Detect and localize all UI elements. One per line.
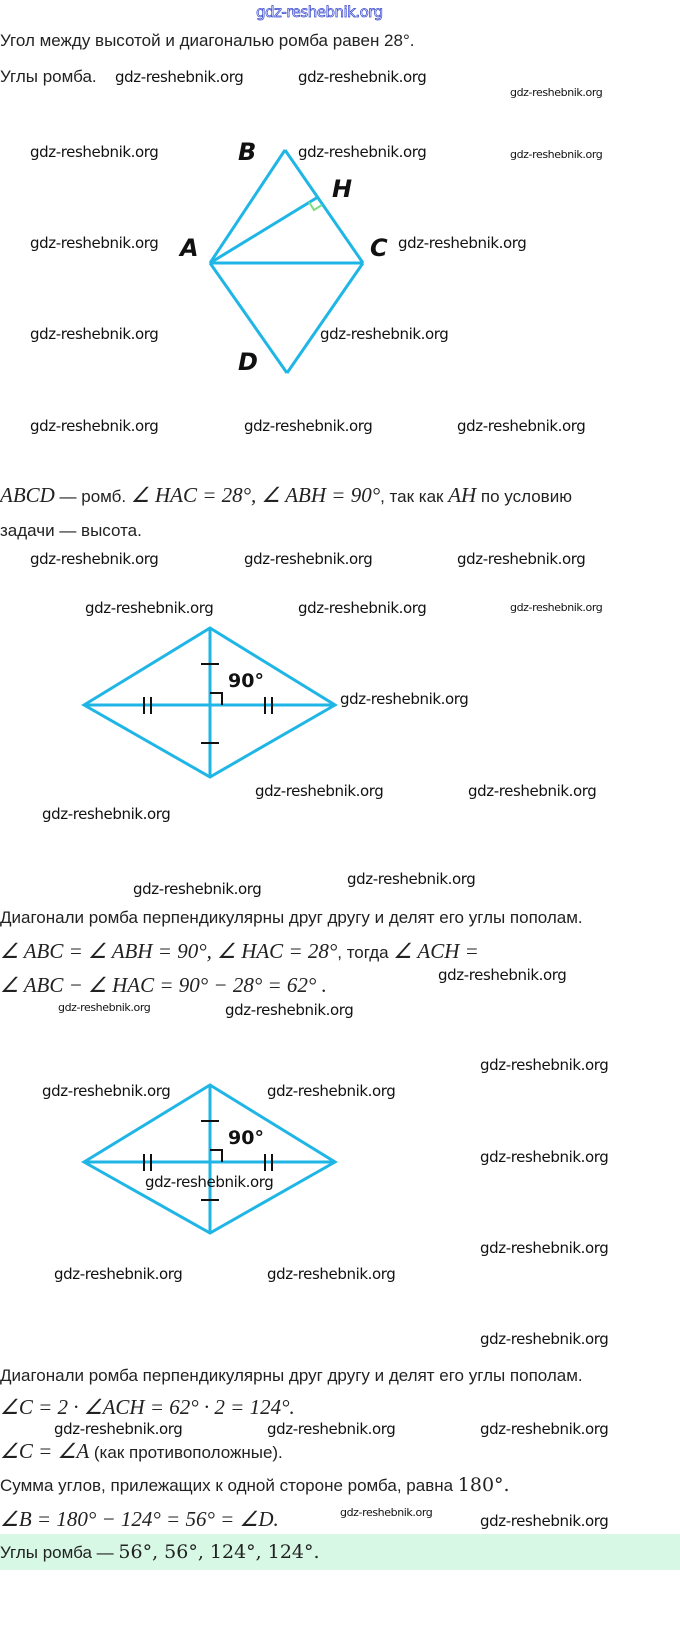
watermark: gdz-reshebnik.org: [30, 143, 159, 161]
text: — ромб.: [54, 487, 131, 506]
label-c: C: [370, 234, 388, 262]
calc-line-1: ∠ ABC = ∠ ABH = 90°, ∠ HAC = 28°, тогда …: [0, 940, 479, 964]
watermark: gdz-reshebnik.org: [480, 1512, 609, 1530]
watermark: gdz-reshebnik.org: [30, 550, 159, 568]
watermark: gdz-reshebnik.org: [468, 782, 597, 800]
adjacent-angles-sum: Сумма углов, прилежащих к одной стороне …: [0, 1474, 510, 1497]
watermark: gdz-reshebnik.org: [510, 148, 603, 161]
figure-rhombus-abcd: B H A C D: [178, 138, 388, 376]
side-bc: [283, 149, 365, 264]
problem-statement: Угол между высотой и диагональю ромба ра…: [0, 31, 415, 50]
watermark: gdz-reshebnik.org: [244, 550, 373, 568]
text: , так как: [380, 487, 449, 506]
math: AH: [448, 483, 477, 507]
watermark: gdz-reshebnik.org: [398, 234, 527, 252]
tick-marks: [143, 1120, 273, 1201]
answer: Углы ромба — 56°, 56°, 124°, 124°.: [0, 1541, 320, 1564]
watermark: gdz-reshebnik.org: [30, 234, 159, 252]
math: ∠ ABC = ∠ ABH = 90°, ∠ HAC = 28°: [0, 939, 338, 963]
header-watermark: gdz-reshebnik.org: [256, 3, 384, 22]
watermark: gdz-reshebnik.org: [298, 143, 427, 161]
watermark: gdz-reshebnik.org: [133, 880, 262, 898]
label-h: H: [332, 175, 352, 203]
property-statement-2: Диагонали ромба перпендикулярны друг дру…: [0, 1366, 583, 1385]
watermark: gdz-reshebnik.org: [510, 86, 603, 99]
watermark: gdz-reshebnik.org: [255, 782, 384, 800]
solution-line-1: ABCD — ромб. ∠ HAC = 28°, ∠ ABH = 90°, т…: [0, 484, 572, 508]
text: Сумма углов, прилежащих к одной стороне …: [0, 1476, 458, 1495]
watermark: gdz-reshebnik.org: [480, 1330, 609, 1348]
calc-angle-b: ∠B = 180° − 124° = 56° = ∠D.: [0, 1508, 279, 1532]
watermark: gdz-reshebnik.org: [145, 1173, 274, 1191]
watermark: gdz-reshebnik.org: [54, 1420, 183, 1438]
watermark: gdz-reshebnik.org: [42, 1082, 171, 1100]
figure-rhombus-diagonals-2: 90°: [81, 1083, 338, 1235]
watermark: gdz-reshebnik.org: [298, 599, 427, 617]
watermark: gdz-reshebnik.org: [244, 417, 373, 435]
math: ∠ ACH =: [393, 939, 479, 963]
angle-label: 90°: [228, 670, 264, 692]
text: Углы ромба —: [0, 1543, 119, 1562]
watermark: gdz-reshebnik.org: [30, 417, 159, 435]
side-cd: [285, 262, 365, 374]
watermark: gdz-reshebnik.org: [58, 1001, 151, 1014]
watermark: gdz-reshebnik.org: [510, 601, 603, 614]
calc-line-2: ∠ ABC − ∠ HAC = 90° − 28° = 62° .: [0, 974, 327, 998]
math: ∠ HAC = 28°, ∠ ABH = 90°: [130, 483, 381, 507]
math: ∠C = 2 · ∠ACH = 62° · 2 = 124°.: [0, 1395, 295, 1419]
watermark: gdz-reshebnik.org: [480, 1148, 609, 1166]
solution-line-2: задачи — высота.: [0, 521, 142, 540]
text: по условию: [476, 487, 572, 506]
side-da: [208, 262, 289, 374]
watermark: gdz-reshebnik.org: [457, 550, 586, 568]
math: ABCD: [0, 483, 55, 507]
opposite-angles: ∠C = ∠A (как противоположные).: [0, 1440, 283, 1464]
watermark: gdz-reshebnik.org: [267, 1265, 396, 1283]
answer-box: [0, 1534, 680, 1570]
property-statement: Диагонали ромба перпендикулярны друг дру…: [0, 908, 583, 927]
math: 180°.: [457, 1474, 510, 1496]
watermark: gdz-reshebnik.org: [438, 966, 567, 984]
angle-label: 90°: [228, 1127, 264, 1149]
math: 56°, 56°, 124°, 124°.: [118, 1541, 320, 1563]
math: ∠B = 180° − 124° = 56° = ∠D.: [0, 1507, 279, 1531]
question: Углы ромба.: [0, 67, 97, 86]
watermark: gdz-reshebnik.org: [347, 870, 476, 888]
watermark: gdz-reshebnik.org: [457, 417, 586, 435]
text: , тогда: [337, 943, 394, 962]
label-b: B: [238, 138, 256, 166]
right-angle-mark: [308, 201, 323, 212]
watermark: gdz-reshebnik.org: [298, 68, 427, 86]
calc-angle-c: ∠C = 2 · ∠ACH = 62° · 2 = 124°.: [0, 1396, 295, 1420]
watermark: gdz-reshebnik.org: [85, 599, 214, 617]
label-d: D: [238, 348, 258, 376]
tick-marks: [143, 663, 273, 744]
watermark: gdz-reshebnik.org: [480, 1420, 609, 1438]
watermark: gdz-reshebnik.org: [42, 805, 171, 823]
watermark: gdz-reshebnik.org: [54, 1265, 183, 1283]
height-ah: [209, 195, 319, 265]
watermark: gdz-reshebnik.org: [480, 1239, 609, 1257]
text: (как противоположные).: [89, 1443, 283, 1462]
watermark: gdz-reshebnik.org: [267, 1082, 396, 1100]
math: ∠ ABC − ∠ HAC = 90° − 28° = 62° .: [0, 973, 327, 997]
watermark: gdz-reshebnik.org: [320, 325, 449, 343]
watermark: gdz-reshebnik.org: [115, 68, 244, 86]
figure-rhombus-diagonals-1: 90°: [81, 626, 338, 779]
watermark: gdz-reshebnik.org: [267, 1420, 396, 1438]
watermark: gdz-reshebnik.org: [340, 1506, 433, 1519]
label-a: A: [178, 234, 199, 262]
watermark: gdz-reshebnik.org: [30, 325, 159, 343]
watermark: gdz-reshebnik.org: [225, 1001, 354, 1019]
watermark: gdz-reshebnik.org: [480, 1056, 609, 1074]
math: ∠C = ∠A: [0, 1439, 90, 1463]
watermark: gdz-reshebnik.org: [340, 690, 469, 708]
side-ab: [208, 149, 287, 264]
